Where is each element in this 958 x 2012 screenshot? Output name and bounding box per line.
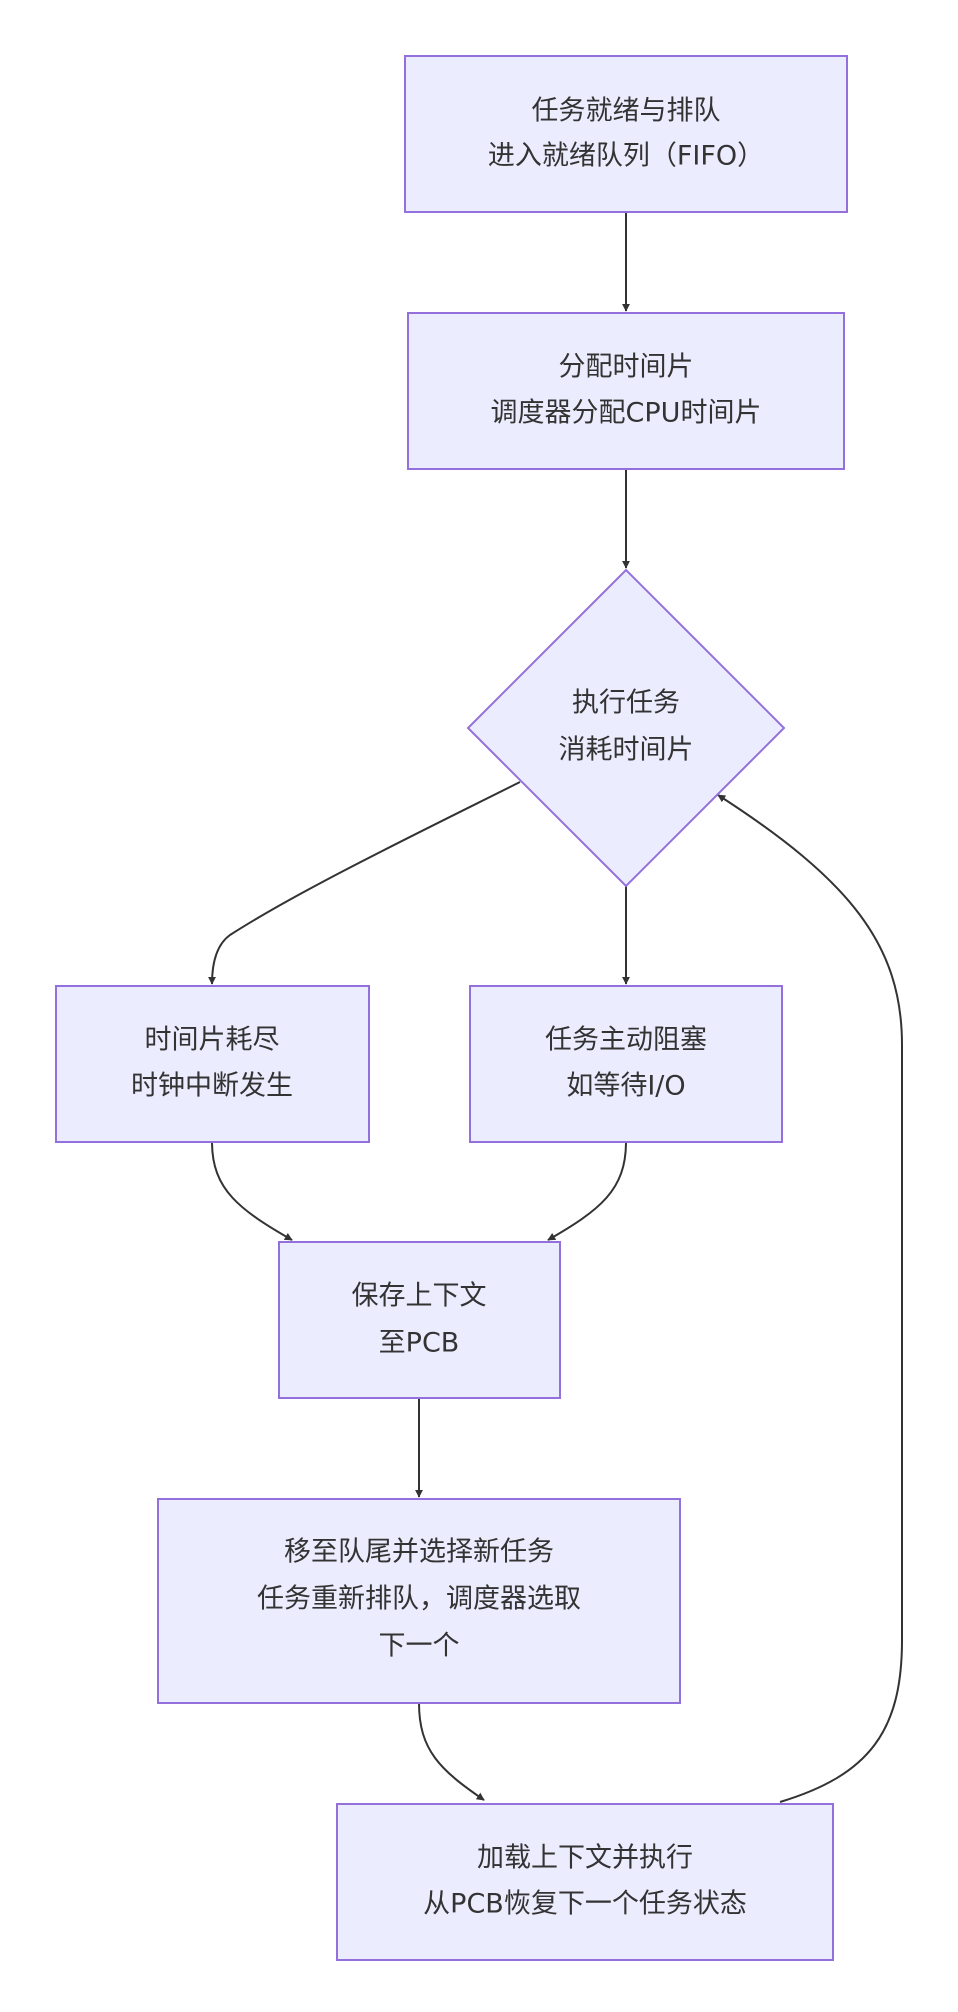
- node-save-context-line1: 保存上下文: [352, 1281, 487, 1312]
- node-load-context-line1: 加载上下文并执行: [477, 1843, 693, 1874]
- node-assign-slice-line1: 分配时间片: [559, 352, 694, 383]
- edge-load-to-execute: [717, 794, 903, 1803]
- node-assign-slice: 分配时间片 调度器分配CPU时间片: [407, 312, 845, 470]
- node-ready-queue-line2: 进入就绪队列（FIFO）: [488, 141, 764, 172]
- node-assign-slice-line2: 调度器分配CPU时间片: [491, 398, 762, 429]
- node-save-context: 保存上下文 至PCB: [278, 1241, 561, 1399]
- edge-blocked-to-save: [547, 1141, 627, 1241]
- edge-requeue-to-load: [418, 1702, 485, 1801]
- edge-exhausted-to-save: [211, 1141, 293, 1241]
- node-load-context-line2: 从PCB恢复下一个任务状态: [423, 1889, 747, 1920]
- node-requeue-line1: 移至队尾并选择新任务: [284, 1537, 554, 1568]
- node-slice-exhausted-line2: 时钟中断发生: [131, 1071, 293, 1102]
- node-execute-line2: 消耗时间片: [559, 735, 694, 766]
- node-ready-queue: 任务就绪与排队 进入就绪队列（FIFO）: [404, 55, 848, 213]
- node-requeue-line3: 下一个: [379, 1631, 460, 1662]
- node-requeue-line2: 任务重新排队，调度器选取: [257, 1584, 581, 1615]
- node-slice-exhausted: 时间片耗尽 时钟中断发生: [55, 985, 370, 1143]
- node-execute-line1: 执行任务: [572, 688, 680, 719]
- node-blocked-line1: 任务主动阻塞: [545, 1025, 707, 1056]
- node-blocked: 任务主动阻塞 如等待I/O: [469, 985, 783, 1143]
- edges: [208, 212, 903, 1803]
- node-blocked-line2: 如等待I/O: [566, 1071, 685, 1102]
- node-load-context: 加载上下文并执行 从PCB恢复下一个任务状态: [336, 1803, 834, 1961]
- node-save-context-line2: 至PCB: [379, 1328, 460, 1359]
- node-slice-exhausted-line1: 时间片耗尽: [145, 1025, 280, 1056]
- node-ready-queue-line1: 任务就绪与排队: [532, 96, 721, 127]
- edge-execute-to-exhausted: [208, 781, 521, 985]
- node-requeue: 移至队尾并选择新任务 任务重新排队，调度器选取 下一个: [157, 1498, 681, 1704]
- node-execute: 执行任务 消耗时间片: [466, 568, 786, 888]
